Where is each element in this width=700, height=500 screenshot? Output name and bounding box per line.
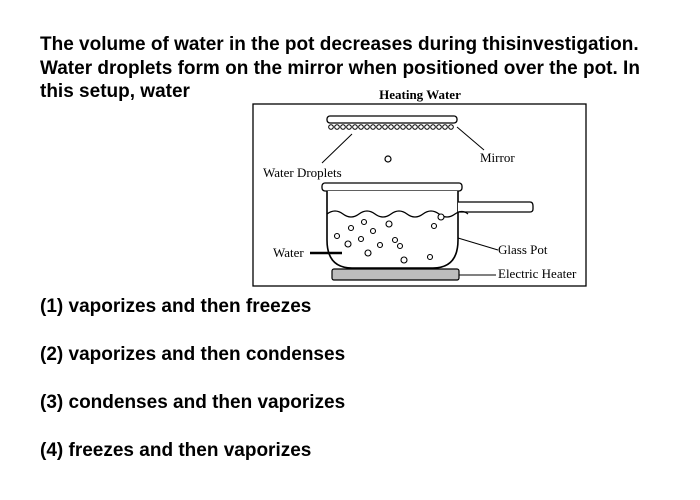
question-text: The volume of water in the pot decreases… [40, 33, 690, 104]
label-glass-pot: Glass Pot [498, 242, 548, 257]
answer-choice-1[interactable]: (1) vaporizes and then freezes [40, 296, 312, 317]
answer-choice-2[interactable]: (2) vaporizes and then condenses [40, 344, 346, 365]
rising-vapor-droplet [384, 155, 392, 163]
answer-choice-4[interactable]: (4) freezes and then vaporizes [40, 440, 312, 461]
diagram-title: Heating Water [379, 87, 461, 102]
water-surface [326, 210, 469, 218]
label-electric-heater: Electric Heater [498, 266, 577, 281]
mirror-droplets [328, 124, 454, 130]
question-line-3: this setup, water [40, 81, 190, 102]
diagram-frame [252, 103, 587, 287]
question-line-1: The volume of water in the pot decreases… [40, 34, 639, 55]
mirror-leader-line [456, 126, 485, 151]
glass-pot [326, 191, 459, 269]
droplets-leader-line [321, 133, 353, 164]
question-line-2: Water droplets form on the mirror when p… [40, 57, 640, 79]
label-water: Water [273, 245, 304, 260]
answer-choice-3[interactable]: (3) condenses and then vaporizes [40, 392, 346, 413]
pot-handle [458, 201, 534, 213]
water-bubbles [333, 213, 445, 264]
label-water-droplets: Water Droplets [263, 165, 342, 180]
pot-rim [321, 182, 463, 192]
mirror [326, 115, 458, 124]
electric-heater [331, 268, 460, 281]
glass-pot-leader-line [457, 237, 499, 251]
label-mirror: Mirror [480, 150, 515, 165]
